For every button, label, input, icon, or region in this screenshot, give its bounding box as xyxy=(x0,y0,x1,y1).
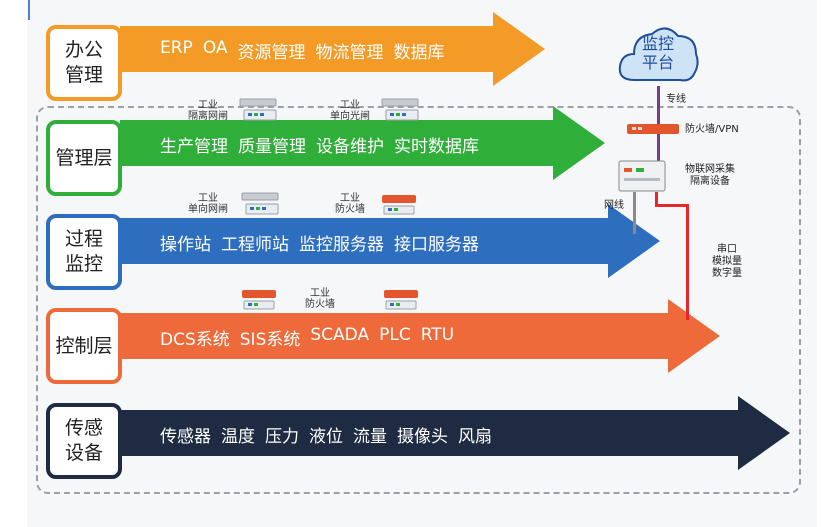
office-layer-items: ERP OA 资源管理 物流管理 数据库 xyxy=(160,38,445,63)
management-arrow-shape xyxy=(120,106,605,180)
office-layer-label-text: 办公 管理 xyxy=(64,39,103,86)
management-layer-label-text: 管理层 xyxy=(55,146,113,169)
firewall-icon xyxy=(627,124,679,134)
firewall-icon xyxy=(384,290,418,310)
device-label: 工业 防火墙 xyxy=(335,193,365,215)
layer-item: SCADA xyxy=(310,325,370,345)
unidirectional-gateway-icon xyxy=(381,98,419,121)
process-layer-label: 过程 监控 xyxy=(46,214,122,290)
layer-item: 实时数据库 xyxy=(394,137,479,157)
layer-item: 流量 xyxy=(353,427,387,447)
layer-item: 温度 xyxy=(221,427,255,447)
layer-item: 监控服务器 xyxy=(299,235,384,255)
control-layer-items: DCS系统 SIS系统 SCADA PLC RTU xyxy=(160,325,454,350)
sensing-layer-arrow xyxy=(120,396,790,470)
iot-gateway-icon xyxy=(618,160,666,192)
process-layer-label-text: 过程 监控 xyxy=(64,228,103,275)
sensing-layer-items: 传感器 温度 压力 液位 流量 摄像头 风扇 xyxy=(160,422,492,447)
layer-item: DCS系统 xyxy=(160,330,230,350)
cloud-icon xyxy=(618,27,699,82)
serial-link xyxy=(655,204,689,207)
layer-item: 工程师站 xyxy=(221,235,289,255)
iot-device-label: 物联网采集 隔离设备 xyxy=(685,164,735,187)
layer-item: SIS系统 xyxy=(239,330,301,350)
layer-item: 资源管理 xyxy=(237,43,306,63)
serial-link xyxy=(686,204,689,320)
layer-item: 设备维护 xyxy=(316,137,384,157)
control-layer-arrow xyxy=(120,299,720,373)
process-layer-arrow xyxy=(120,204,660,278)
layer-item: 摄像头 xyxy=(397,427,448,447)
layer-item: 传感器 xyxy=(160,427,211,447)
layer-item: 数据库 xyxy=(393,43,445,63)
control-arrow-shape xyxy=(120,299,720,373)
process-arrow-shape xyxy=(120,204,660,278)
layer-item: 风扇 xyxy=(458,427,492,447)
layer-item: 质量管理 xyxy=(238,137,306,157)
management-layer-label: 管理层 xyxy=(46,120,122,196)
device-label: 工业 单向网闸 xyxy=(188,193,228,215)
isolation-gateway-icon xyxy=(239,98,277,121)
layer-item: 压力 xyxy=(265,427,299,447)
office-arrow-shape xyxy=(120,12,545,86)
layer-item: 液位 xyxy=(309,427,343,447)
control-layer-label: 控制层 xyxy=(46,308,122,384)
layer-item: RTU xyxy=(420,325,455,345)
sensing-arrow-shape xyxy=(120,396,790,470)
network-cable-link xyxy=(633,192,636,234)
network-cable-label: 网线 xyxy=(604,200,624,211)
device-label: 工业 隔离网闸 xyxy=(188,100,228,122)
vpn-link xyxy=(657,134,660,164)
layer-item: OA xyxy=(202,38,228,58)
accent-line xyxy=(28,0,30,20)
firewall-icon xyxy=(382,195,416,215)
dedicated-line-label: 专线 xyxy=(666,94,686,105)
monitoring-platform-label: 监控 平台 xyxy=(641,34,674,72)
management-layer-arrow xyxy=(120,106,605,180)
sensing-layer-label: 传感 设备 xyxy=(46,403,122,479)
plant-network-boundary xyxy=(36,106,801,494)
office-layer-arrow xyxy=(120,12,545,86)
process-layer-items: 操作站 工程师站 监控服务器 接口服务器 xyxy=(160,230,479,255)
firewall-vpn-label: 防火墙/VPN xyxy=(685,124,739,135)
management-layer-items: 生产管理 质量管理 设备维护 实时数据库 xyxy=(160,132,479,157)
layer-item: 生产管理 xyxy=(160,137,228,157)
device-label: 工业 单向光闸 xyxy=(330,100,370,122)
firewall-icon xyxy=(242,290,276,310)
layer-item: PLC xyxy=(379,325,411,345)
layer-item: 物流管理 xyxy=(315,43,384,63)
layer-item: 接口服务器 xyxy=(394,235,479,255)
dedicated-line-link xyxy=(657,86,660,124)
unidirectional-gateway-icon xyxy=(241,192,279,215)
signal-types-label: 串口 模拟量 数字量 xyxy=(712,244,742,279)
layer-item: ERP xyxy=(160,38,193,58)
control-layer-label-text: 控制层 xyxy=(55,334,113,357)
sensing-layer-label-text: 传感 设备 xyxy=(64,417,103,464)
device-label: 工业 防火墙 xyxy=(305,288,335,310)
serial-link xyxy=(655,192,658,206)
office-layer-label: 办公 管理 xyxy=(46,25,122,101)
layer-item: 操作站 xyxy=(160,235,211,255)
